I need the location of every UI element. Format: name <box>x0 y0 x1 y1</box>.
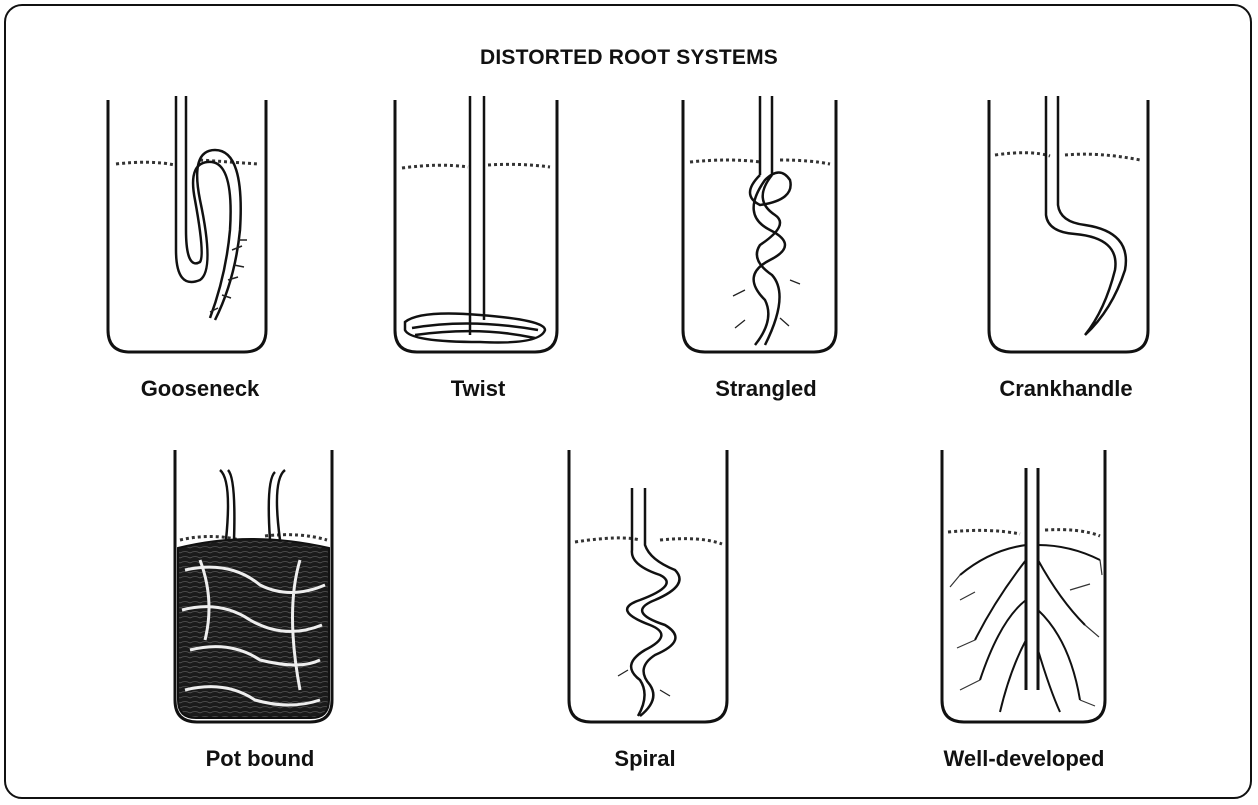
well-developed-soil-line <box>948 530 1100 536</box>
label-pot-bound: Pot bound <box>130 746 390 772</box>
label-gooseneck: Gooseneck <box>70 376 330 402</box>
strangled-illustration <box>683 96 836 352</box>
spiral-soil-line <box>575 538 722 544</box>
label-crankhandle: Crankhandle <box>936 376 1196 402</box>
twist-root <box>470 96 484 335</box>
crankhandle-illustration <box>989 96 1148 352</box>
well-developed-container <box>942 450 1105 722</box>
pot-bound-shoots <box>220 470 285 540</box>
well-developed-lateral-roots <box>960 545 1100 712</box>
gooseneck-root <box>176 96 241 320</box>
pot-bound-illustration <box>175 450 332 722</box>
label-well-developed: Well-developed <box>894 746 1154 772</box>
label-spiral: Spiral <box>515 746 775 772</box>
twist-coiled-base <box>405 314 545 343</box>
gooseneck-illustration <box>108 96 266 352</box>
spiral-root <box>627 488 679 716</box>
spiral-illustration <box>569 450 727 722</box>
crankhandle-root <box>1046 96 1126 335</box>
crankhandle-container <box>989 100 1148 352</box>
crankhandle-soil-line <box>995 153 1140 160</box>
label-strangled: Strangled <box>636 376 896 402</box>
strangled-root <box>750 96 791 345</box>
well-developed-taproot <box>1026 468 1038 690</box>
label-twist: Twist <box>348 376 608 402</box>
well-developed-illustration <box>942 450 1105 722</box>
twist-illustration <box>395 96 557 352</box>
twist-soil-line <box>402 164 550 168</box>
